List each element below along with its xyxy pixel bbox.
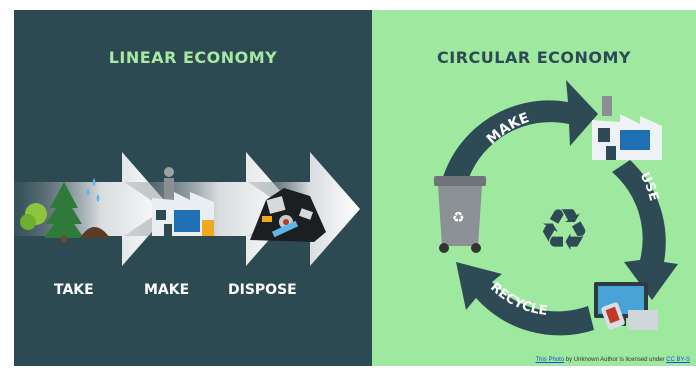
waste-pile-icon (250, 188, 326, 242)
step-label-dispose: DISPOSE (228, 282, 297, 298)
photo-link[interactable]: This Photo (535, 357, 565, 363)
factory-icon (152, 167, 214, 236)
water-drops-icon (86, 178, 100, 202)
trash-bin-icon: ♻ (434, 176, 486, 253)
svg-text:♻: ♻ (538, 196, 590, 264)
linear-economy-title: LINEAR ECONOMY (108, 48, 278, 67)
devices-icon (594, 282, 658, 330)
circular-economy-title: CIRCULAR ECONOMY (437, 48, 631, 67)
photo-credit: This Photo by Unknown Author is licensed… (535, 357, 690, 363)
step-label-make: MAKE (144, 282, 190, 298)
recycle-arc-arrow: RECYCLE (456, 262, 594, 336)
use-arc-arrow: USE (612, 160, 678, 300)
make-arc-arrow: MAKE (442, 80, 598, 180)
recycle-symbol-icon: ♻ (538, 196, 590, 264)
linear-arrows-graphic (14, 152, 360, 266)
step-label-take: TAKE (54, 282, 94, 298)
circular-economy-panel: CIRCULAR ECONOMY MAKE USE RECYCLE (372, 10, 696, 366)
linear-economy-panel: LINEAR ECONOMY (14, 10, 372, 366)
svg-text:♻: ♻ (452, 210, 465, 226)
factory-icon (592, 96, 662, 160)
credit-text: by Unknown Author is licensed under (564, 357, 667, 363)
take-arrow (14, 152, 172, 266)
tree-icon (20, 182, 110, 242)
circular-cycle-graphic: MAKE USE RECYCLE (434, 80, 678, 336)
license-link[interactable]: CC BY-S (666, 357, 690, 363)
